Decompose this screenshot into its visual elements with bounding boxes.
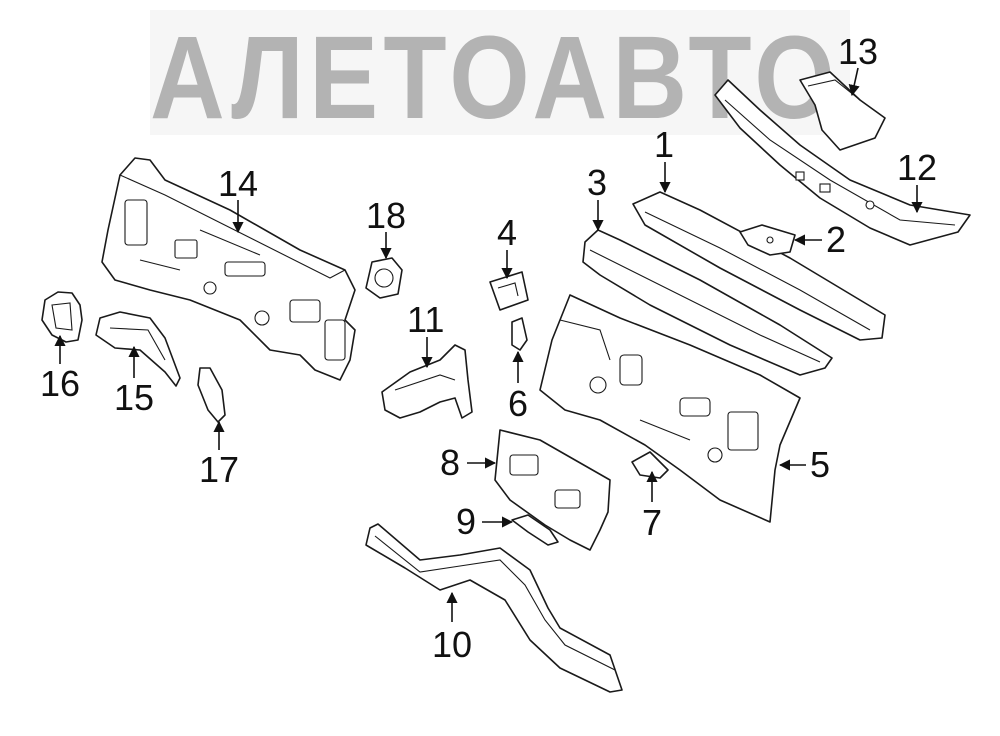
part-2-bracket [739, 224, 796, 256]
callout-2: 2 [826, 219, 846, 260]
part-18-grommet-plate [365, 257, 403, 299]
part-12-cowl-grille [714, 79, 971, 246]
part-10-crossmember [365, 523, 623, 693]
callout-6: 6 [508, 383, 528, 424]
callout-18: 18 [366, 195, 406, 236]
part-8-inner-panel [494, 429, 611, 551]
part-9-bracket [511, 514, 559, 546]
callout-17: 17 [199, 449, 239, 490]
callout-16: 16 [40, 363, 80, 404]
callout-4: 4 [497, 212, 517, 253]
part-17-bracket [197, 367, 226, 423]
part-7-bracket [631, 451, 669, 479]
callout-1: 1 [654, 124, 674, 165]
callout-3: 3 [587, 162, 607, 203]
part-6-bracket [511, 317, 528, 351]
callout-9: 9 [456, 501, 476, 542]
watermark: АЛЕТОАВТО [150, 10, 850, 144]
part-3-cowl-panel [582, 229, 833, 376]
callout-12: 12 [897, 147, 937, 188]
callout-15: 15 [114, 377, 154, 418]
leaders [54, 67, 923, 622]
callout-13: 13 [838, 31, 878, 72]
part-14-dash-panel-left [101, 157, 356, 381]
part-1-cowl-top [632, 191, 886, 341]
callout-7: 7 [642, 502, 662, 543]
leader-13 [848, 67, 860, 97]
part-11-support [381, 344, 473, 419]
callout-8: 8 [440, 442, 460, 483]
part-16-bracket [41, 291, 83, 343]
callout-10: 10 [432, 624, 472, 665]
part-5-dash-panel [539, 294, 801, 523]
callout-labels: 1 2 3 4 5 6 7 8 9 10 11 12 13 14 15 16 1… [40, 31, 937, 665]
callout-11: 11 [407, 299, 444, 340]
watermark-text: АЛЕТОАВТО [150, 12, 840, 144]
part-4-plate [489, 271, 529, 311]
callout-5: 5 [810, 444, 830, 485]
callout-14: 14 [218, 163, 258, 204]
part-15-reinforcement [95, 311, 181, 387]
